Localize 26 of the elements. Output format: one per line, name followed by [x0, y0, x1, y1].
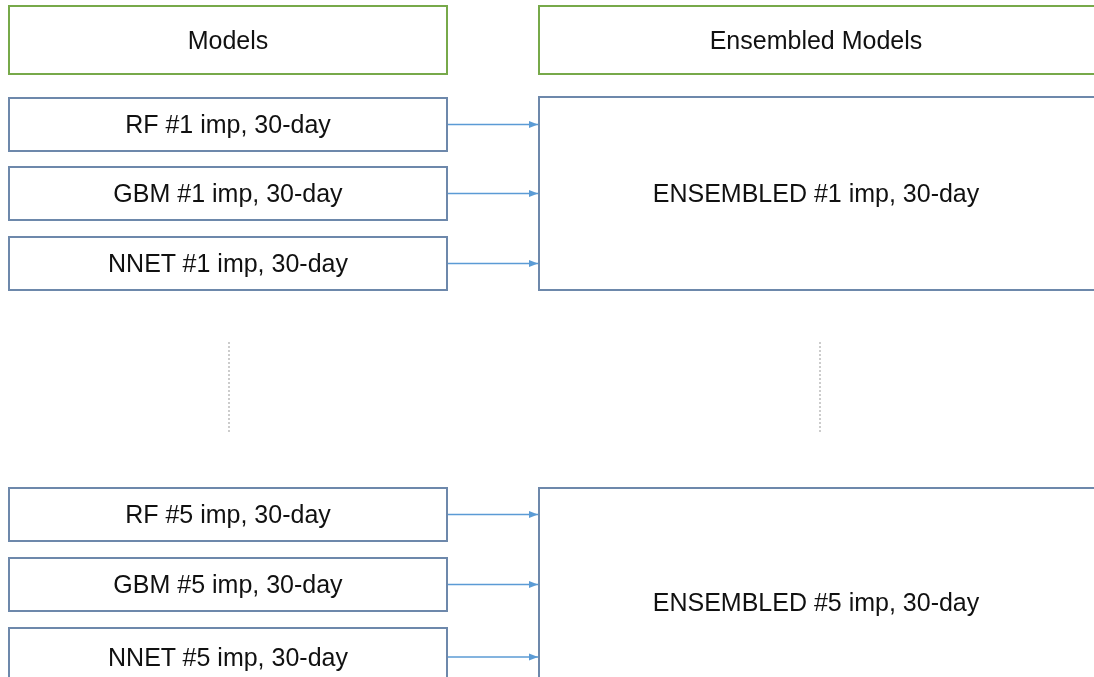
node-label: ENSEMBLED #5 imp, 30-day	[652, 587, 980, 617]
node-label: RF #1 imp, 30-day	[125, 110, 331, 139]
arrow	[447, 259, 539, 268]
arrow	[447, 580, 539, 589]
node-label: ENSEMBLED #1 imp, 30-day	[652, 179, 980, 208]
node-label: GBM #5 imp, 30-day	[113, 570, 343, 599]
ensemble-box	[538, 487, 1094, 677]
arrow	[447, 510, 539, 519]
arrow	[447, 120, 539, 129]
model-box	[8, 627, 448, 677]
arrow	[447, 653, 539, 661]
node-label: GBM #1 imp, 30-day	[113, 179, 343, 208]
model-box	[8, 166, 448, 221]
node-label: RF #5 imp, 30-day	[125, 500, 331, 529]
node-label: NNET #5 imp, 30-day	[108, 642, 348, 672]
node-label: NNET #1 imp, 30-day	[108, 249, 348, 278]
ensemble-box	[538, 96, 1094, 291]
header-box	[538, 5, 1094, 75]
header-box	[8, 5, 448, 75]
model-box	[8, 557, 448, 612]
model-box	[8, 97, 448, 152]
model-box	[8, 236, 448, 291]
model-box	[8, 487, 448, 542]
node-label: Ensembled Models	[709, 25, 923, 55]
node-label: Models	[187, 25, 269, 55]
arrow	[447, 189, 539, 198]
